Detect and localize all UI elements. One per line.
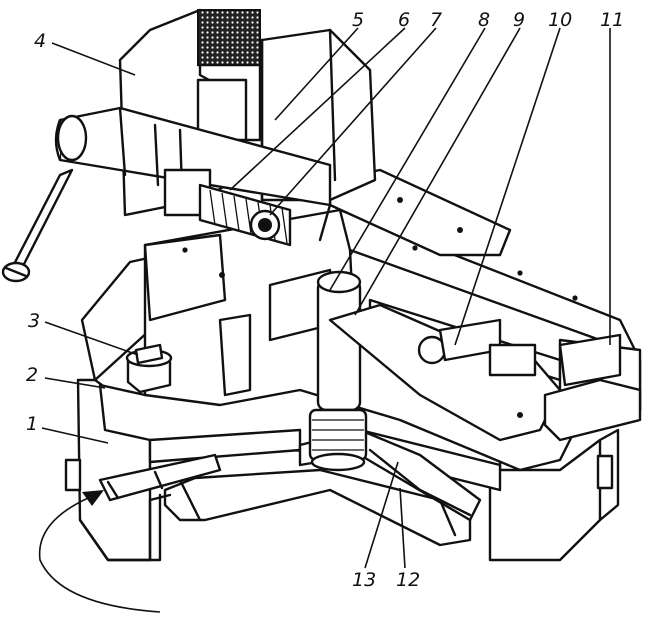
leader-13 [364,461,399,569]
leader-3 [44,321,139,356]
handle-bar [1,168,74,283]
leader-9 [354,27,521,316]
label-3: 3 [28,310,40,332]
label-7: 7 [430,9,442,31]
detent-pin [98,453,222,502]
leader-7 [269,27,437,216]
leader-4 [51,42,136,76]
label-9: 9 [513,9,525,31]
locking-pin [308,270,368,472]
label-8: 8 [478,9,490,31]
part-labels: 1 2 3 4 5 6 7 8 9 10 11 12 13 [26,9,624,591]
rotation-arrow [38,494,161,613]
leader-12 [399,487,406,569]
bottom-dish [163,468,472,547]
label-13: 13 [352,569,376,591]
lead-screw [54,106,332,247]
leader-10 [454,27,561,346]
lock-lever [328,303,562,442]
label-2: 2 [26,364,38,386]
label-6: 6 [398,9,410,31]
leader-6 [229,27,406,191]
clamp-bolt [125,343,173,394]
leader-lines [41,27,611,569]
leader-2 [44,377,106,389]
label-4: 4 [34,30,46,52]
label-1: 1 [26,413,38,435]
label-11: 11 [600,9,624,31]
label-12: 12 [396,569,420,591]
label-10: 10 [548,9,572,31]
leader-5 [274,27,359,121]
leader-8 [329,27,486,291]
stop-block [543,333,642,442]
label-5: 5 [352,9,364,31]
rotation-arrow-head [82,490,104,506]
leader-1 [41,427,109,444]
